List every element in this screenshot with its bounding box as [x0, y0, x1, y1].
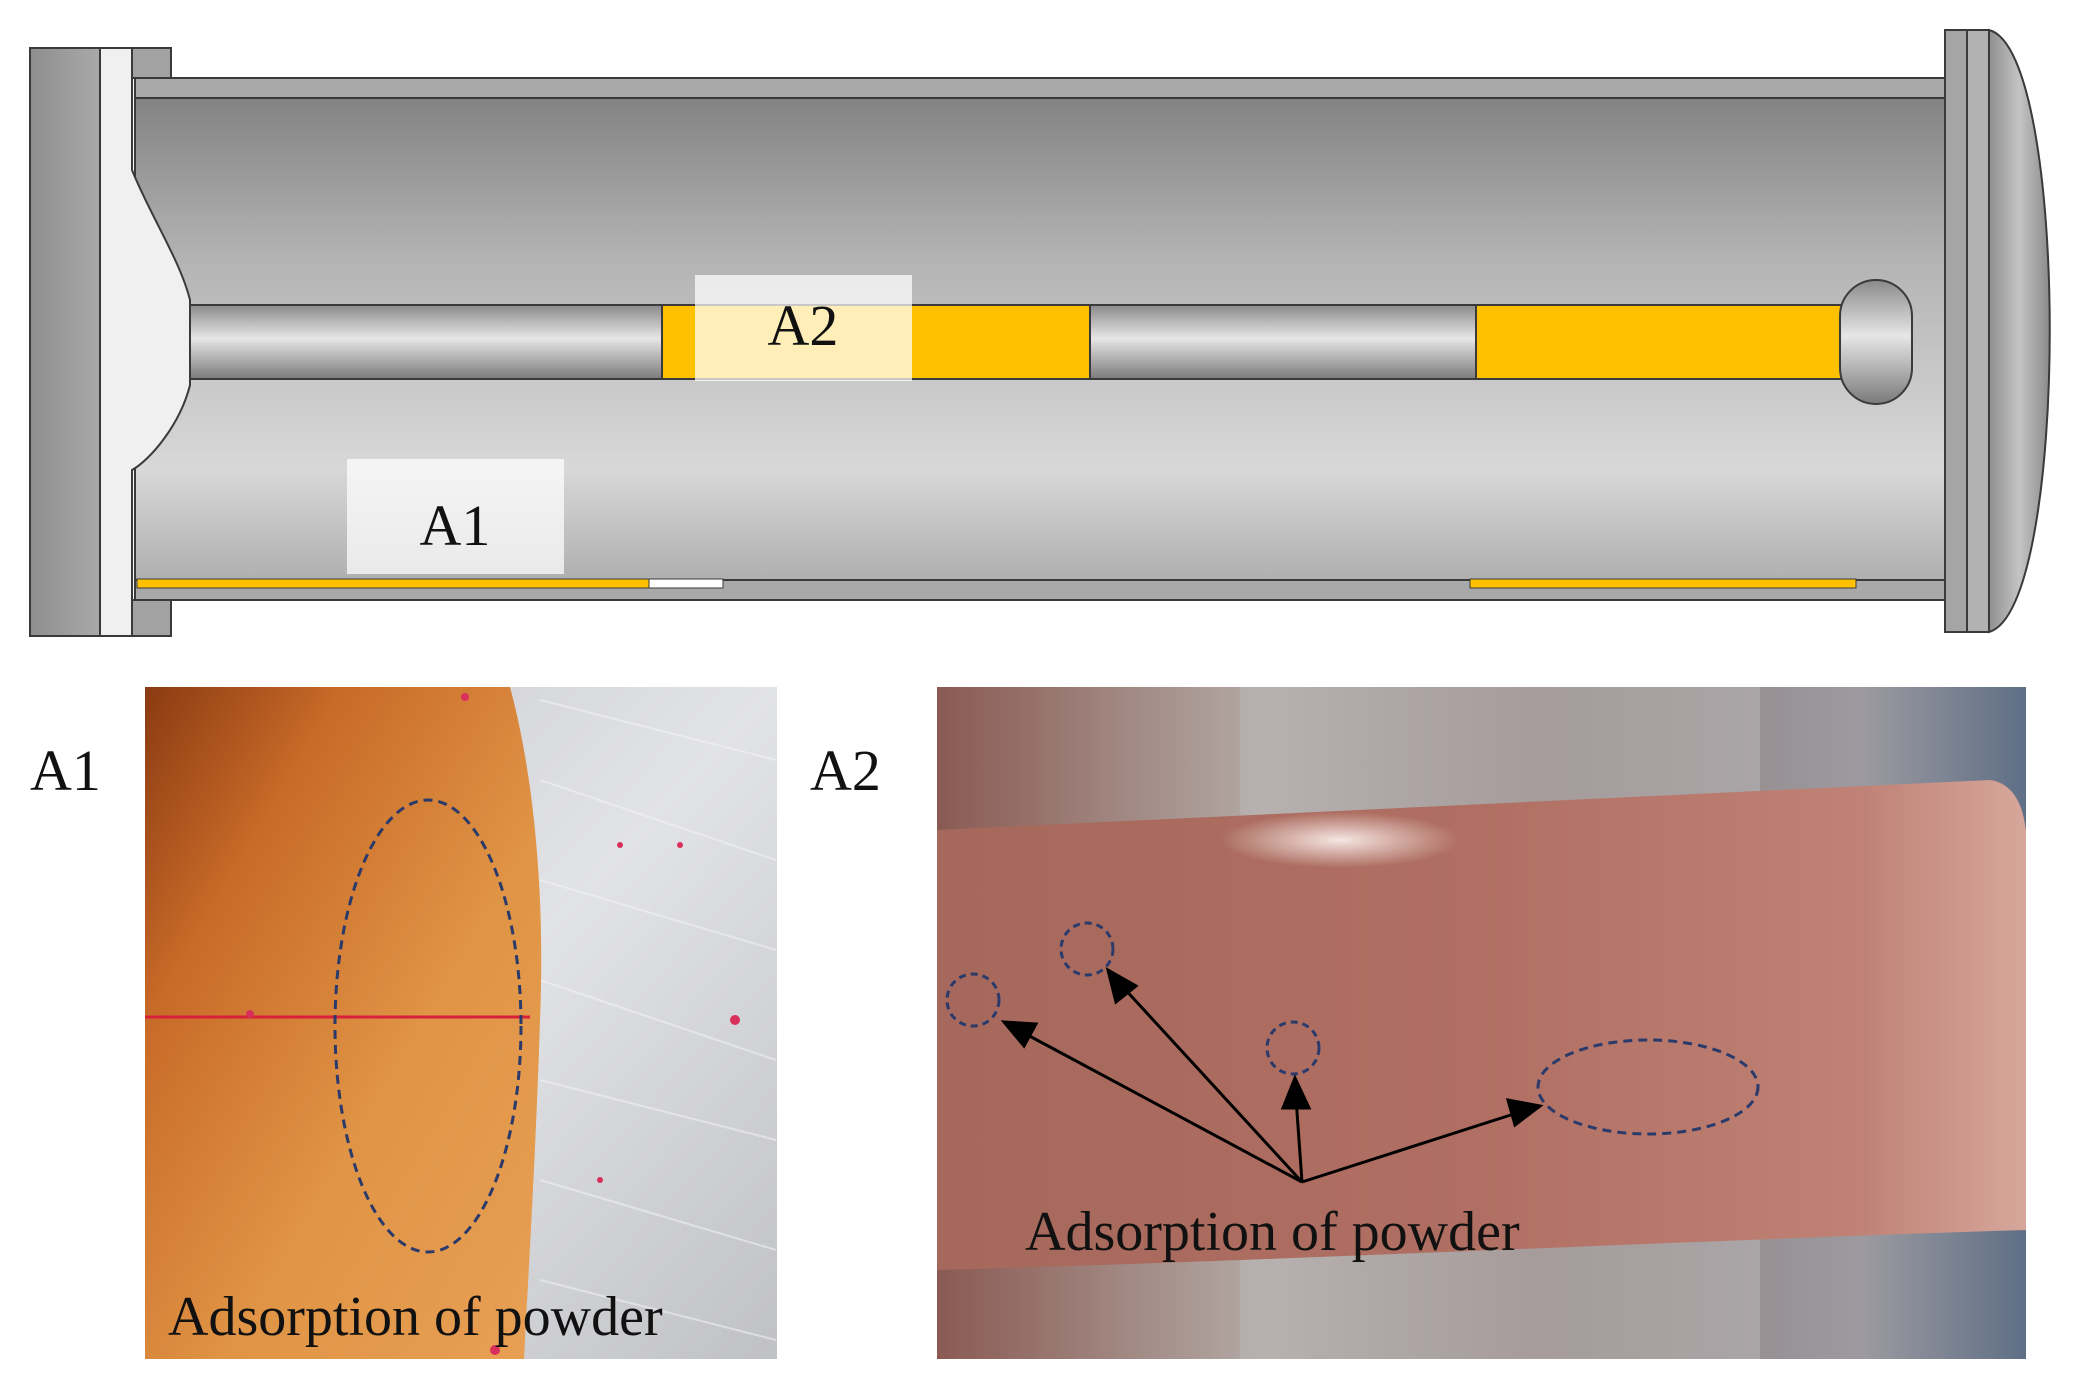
panel-a2-label: A2 — [810, 738, 881, 803]
pink-rod-surface — [937, 780, 2026, 1270]
panel-a1-photo — [145, 687, 777, 1359]
schematic: A2 A1 — [29, 28, 2051, 637]
adsorption-circle-1 — [945, 972, 1001, 1028]
marker-a1-label: A1 — [420, 493, 491, 558]
panel-a1-caption: Adsorption of powder — [168, 1286, 663, 1348]
right-flange — [1944, 29, 1968, 633]
wall-coating-left — [136, 578, 650, 589]
pointer-arrows — [1000, 966, 1544, 1184]
red-marks — [246, 693, 740, 1355]
arrow-head-3 — [1280, 1074, 1312, 1110]
adsorption-ellipse-a1 — [333, 798, 523, 1254]
right-flange-inner — [1966, 29, 1990, 633]
rod-end-cap — [1839, 279, 1913, 405]
light-glare — [1220, 812, 1460, 868]
brushed-texture — [539, 699, 777, 1341]
panel-a2-caption: Adsorption of powder — [1025, 1201, 1520, 1263]
adsorption-circle-2 — [1059, 921, 1115, 977]
panel-a1-label: A1 — [30, 738, 101, 803]
arrow-head-2 — [1105, 966, 1139, 1005]
right-end-dome — [1988, 28, 2051, 634]
arrow-head-4 — [1505, 1098, 1544, 1128]
arrow-head-1 — [1000, 1020, 1039, 1049]
adsorption-circle-3 — [1265, 1020, 1321, 1076]
wall-bare-gap — [648, 578, 724, 589]
left-flange — [29, 47, 101, 637]
orange-coating-region — [145, 687, 542, 1359]
marker-a2-box — [695, 275, 912, 381]
rod-coating-segment-2 — [1475, 304, 1845, 380]
adsorption-ellipse-a2 — [1536, 1038, 1760, 1136]
wall-coating-right — [1469, 578, 1857, 589]
panel-a2-photo — [937, 687, 2026, 1359]
marker-a1-box — [347, 459, 564, 574]
marker-a2-label: A2 — [768, 293, 839, 358]
tube-top-wall — [134, 77, 1956, 99]
